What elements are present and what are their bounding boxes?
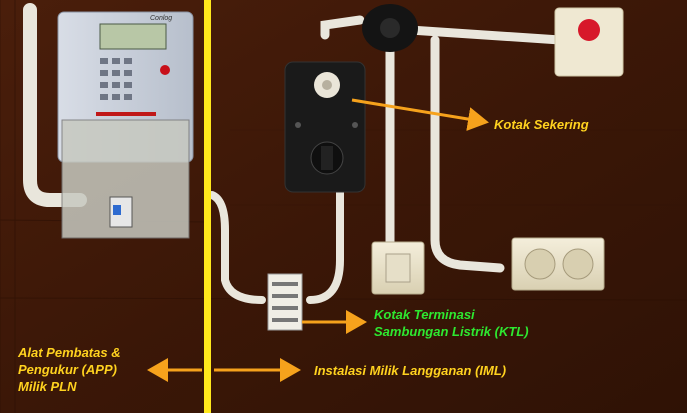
annotation-arrows bbox=[147, 98, 489, 382]
kwh-meter: Conlog bbox=[57, 11, 194, 239]
conduit-pipes bbox=[23, 3, 565, 304]
lamp-fixture bbox=[554, 7, 624, 77]
fuse-box-label: Kotak Sekering bbox=[494, 117, 589, 132]
app-label: Alat Pembatas & Pengukur (APP) Milik PLN bbox=[18, 345, 121, 394]
meter-logo: Conlog bbox=[150, 15, 172, 22]
terminal-block bbox=[267, 273, 303, 331]
fuse-box bbox=[284, 61, 366, 193]
iml-label: Instalasi Milik Langganan (IML) bbox=[314, 363, 507, 378]
double-socket bbox=[511, 237, 605, 291]
terminal-box-label: Kotak Terminasi Sambungan Listrik (KTL) bbox=[374, 307, 529, 339]
junction-box bbox=[362, 4, 418, 52]
light-switch bbox=[371, 241, 425, 295]
boundary-line bbox=[204, 0, 211, 413]
